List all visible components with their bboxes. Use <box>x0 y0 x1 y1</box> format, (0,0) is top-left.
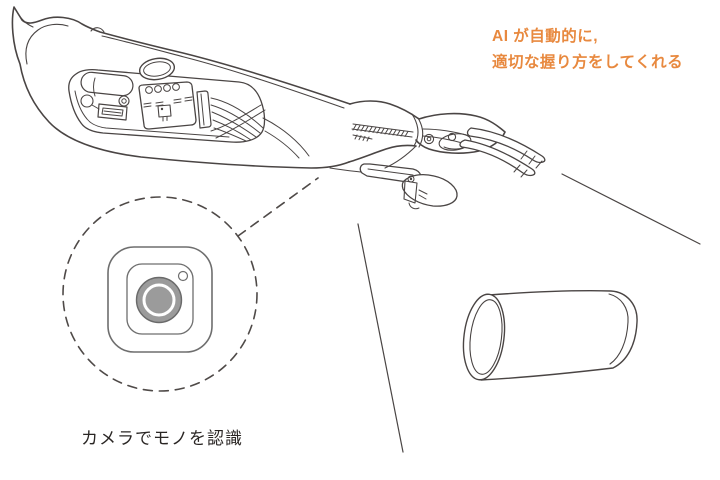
camera-caption: カメラでモノを認識 <box>81 429 243 448</box>
prosthetic-forearm <box>11 6 351 169</box>
cylinder-object <box>462 290 638 381</box>
wrist-hatch-band <box>351 123 414 142</box>
camera-icon <box>107 246 213 353</box>
battery <box>80 71 134 97</box>
finger <box>459 139 536 177</box>
perspective-lines <box>357 173 701 453</box>
grommet <box>118 95 130 107</box>
dashed-leader-line <box>237 177 319 237</box>
robotic-hand <box>329 100 546 210</box>
dashed-focus-circle <box>62 196 258 392</box>
table-line <box>561 173 701 245</box>
electronics-panel-opening <box>68 68 266 143</box>
bracket <box>196 90 212 129</box>
divider-line <box>357 223 404 453</box>
ai-annotation: AI が自動的に, 適切な握り方をしてくれる <box>492 24 718 76</box>
wires <box>210 97 310 159</box>
shell-button <box>138 57 176 81</box>
ai-annotation-line1: AI が自動的に, <box>492 28 599 45</box>
ai-annotation-line2: 適切な握り方をしてくれる <box>492 54 684 71</box>
circuit-board <box>138 81 197 130</box>
connector <box>80 94 94 108</box>
camera-callout <box>62 177 319 392</box>
usb-port <box>97 103 128 121</box>
camera-flash-dot <box>177 270 189 282</box>
